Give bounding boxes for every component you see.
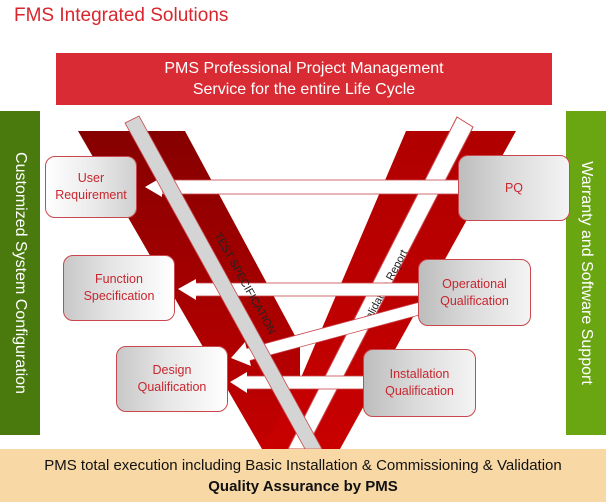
box-line: User [77, 171, 105, 185]
box-line: Design [152, 363, 192, 377]
page-title: FMS Integrated Solutions [14, 5, 229, 26]
arrow-pq-to-user-requirement [145, 177, 463, 197]
box-line: Qualification [440, 293, 509, 308]
top-banner-line1: PMS Professional Project Management [164, 60, 444, 77]
box-pq: PQ [458, 155, 570, 221]
box-line: PQ [504, 180, 524, 195]
box-line: Specification [83, 289, 155, 303]
top-banner-line2: Service for the entire Life Cycle [192, 81, 416, 98]
bottom-banner: PMS total execution including Basic Inst… [0, 449, 606, 502]
box-line: Operational [442, 276, 507, 291]
bottom-banner-line1: PMS total execution including Basic Inst… [44, 456, 562, 474]
box-line: Qualification [385, 384, 454, 398]
box-line: Installation [389, 367, 450, 381]
top-banner: PMS Professional Project Management Serv… [56, 53, 552, 105]
bottom-banner-line2: Quality Assurance by PMS [208, 477, 398, 495]
left-side-bar: Customized System Configuration [0, 111, 40, 435]
box-line: Requirement [55, 188, 127, 202]
right-side-bar: Warranty and Software Support [566, 111, 606, 435]
box-line: Function [95, 272, 143, 286]
box-line: Qualification [137, 380, 207, 394]
